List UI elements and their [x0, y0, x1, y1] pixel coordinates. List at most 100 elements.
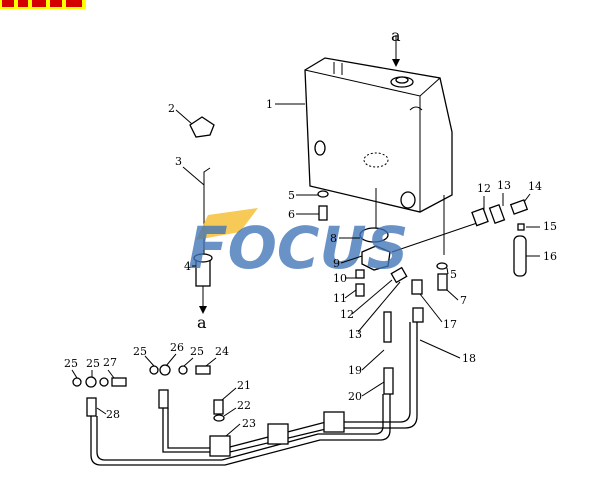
part-shape	[488, 203, 506, 225]
callout-number: 2	[168, 102, 175, 115]
svg-text:FOCUS: FOCUS	[188, 214, 408, 282]
leader-line	[523, 193, 531, 203]
part-shape	[355, 269, 365, 279]
part-shape	[513, 235, 527, 277]
leader-line	[223, 407, 237, 417]
leader-line	[357, 281, 401, 333]
callout-number: 16	[543, 250, 557, 263]
part-shape	[412, 307, 424, 323]
leader-line	[96, 407, 107, 415]
part-shape	[395, 76, 409, 84]
leader-line	[351, 279, 393, 315]
part-shape	[436, 262, 448, 270]
callout-number: 27	[103, 356, 117, 369]
callout-number: 9	[333, 257, 340, 270]
callout-number: 6	[288, 208, 295, 221]
callout-number: 28	[106, 408, 120, 421]
part-shape	[72, 377, 82, 387]
part-shape	[317, 190, 329, 198]
leader-line	[363, 152, 389, 168]
part-shape	[189, 116, 215, 138]
view-marker-a-bottom: a	[197, 313, 207, 332]
callout-number: 25	[64, 357, 78, 370]
callout-number: 8	[330, 232, 337, 245]
callout-number: 4	[184, 260, 191, 273]
leader-line	[304, 69, 441, 212]
leader-line	[344, 289, 357, 299]
part-shape	[111, 377, 127, 387]
part-shape	[213, 399, 224, 415]
fuel-pipes	[90, 322, 418, 466]
part-shape	[359, 227, 389, 243]
callout-number: 19	[348, 364, 362, 377]
part-shape	[383, 311, 392, 343]
leader-line	[107, 369, 115, 379]
callout-number: 7	[460, 294, 467, 307]
part-shape	[159, 364, 171, 376]
part-shape	[323, 411, 345, 433]
part-shape	[509, 199, 529, 215]
part-shape	[471, 207, 489, 227]
part-shape	[195, 365, 211, 375]
leader-line	[419, 293, 443, 323]
part-shape	[85, 376, 97, 388]
part-shape	[193, 253, 213, 263]
callout-number: 11	[333, 292, 347, 305]
view-marker-a-top: a	[391, 26, 401, 45]
callout-number: 26	[170, 341, 184, 354]
parts	[72, 116, 529, 422]
callout-number: 5	[288, 189, 295, 202]
part-shape	[390, 266, 408, 284]
callout-number: 14	[528, 180, 542, 193]
callout-number: 3	[175, 155, 182, 168]
part-shape	[383, 367, 394, 395]
callout-number: 25	[133, 345, 147, 358]
part-shape	[178, 365, 188, 375]
callout-number: 20	[348, 390, 362, 403]
callout-number: 1	[266, 98, 273, 111]
part-shape	[96, 394, 384, 461]
focus-watermark: FOCUS	[188, 208, 408, 282]
leader-line	[175, 109, 193, 125]
callout-number: 5	[450, 268, 457, 281]
part-shape	[314, 140, 326, 156]
callout-number: 25	[190, 345, 204, 358]
header-banner	[0, 0, 86, 9]
leader-line	[409, 106, 423, 111]
part-shape	[318, 205, 328, 221]
part-shape	[99, 377, 109, 387]
part-shape	[411, 279, 423, 295]
callout-number: 12	[477, 182, 491, 195]
leader-line	[182, 166, 205, 186]
leader-line	[165, 353, 177, 367]
part-shape	[400, 191, 416, 209]
part-shape	[158, 389, 169, 409]
leader-line	[144, 355, 155, 367]
leader-line	[361, 381, 385, 397]
callout-number: 21	[237, 379, 251, 392]
part-shape	[437, 273, 448, 291]
part-shape	[304, 57, 453, 213]
leader-line	[221, 387, 237, 401]
part-shape	[267, 423, 289, 445]
callout-number: 22	[237, 399, 251, 412]
part-shape	[90, 394, 391, 466]
leader-line	[375, 188, 481, 255]
part-shape	[361, 245, 391, 271]
part-shape	[213, 414, 225, 422]
callout-number: 12	[340, 308, 354, 321]
callout-number: 25	[86, 357, 100, 370]
fuel-tank	[304, 35, 453, 213]
leader-line	[446, 267, 449, 275]
callout-number: 10	[333, 272, 347, 285]
part-shape	[517, 223, 525, 231]
callout-number: 13	[497, 179, 511, 192]
leader-line	[183, 357, 194, 367]
leader-line	[446, 289, 459, 301]
leader-line	[419, 339, 461, 359]
callout-number: 23	[242, 417, 256, 430]
leader-line	[340, 255, 363, 264]
leader-line	[361, 349, 385, 371]
leader-line	[205, 357, 217, 367]
